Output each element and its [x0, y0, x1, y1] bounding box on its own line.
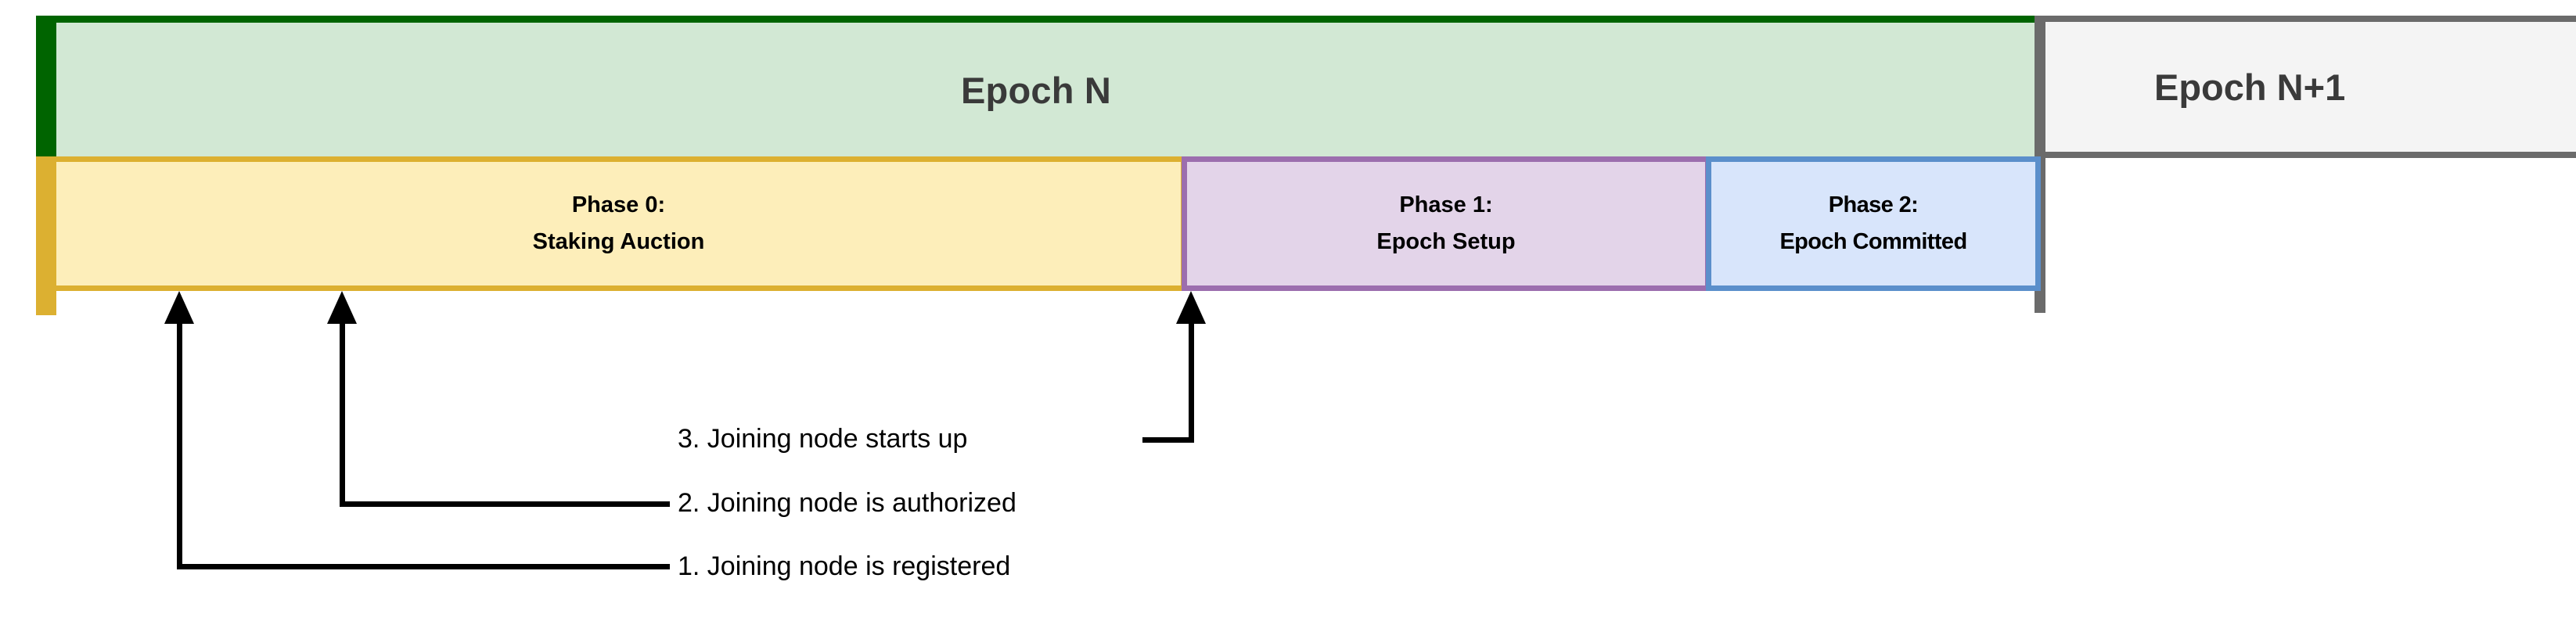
phase-2-subtitle: Epoch Committed [1779, 229, 1967, 254]
event-3-label: 3. Joining node starts up [678, 424, 968, 454]
phase-1-title: Phase 1: [1399, 192, 1493, 217]
event-2-label: 2. Joining node is authorized [678, 488, 1016, 518]
event-3-connector-vertical [1189, 321, 1194, 443]
epoch-n-label: Epoch N [960, 70, 1112, 111]
event-3-arrow-icon [1176, 291, 1206, 324]
phase-1-block: Phase 1: Epoch Setup [1182, 156, 1711, 291]
event-2-connector-vertical [340, 321, 345, 507]
epoch-n1-label: Epoch N+1 [2154, 66, 2346, 108]
phase-0-block: Phase 0: Staking Auction [36, 156, 1186, 291]
event-1-connector-horizontal [177, 564, 670, 569]
phase-1-subtitle: Epoch Setup [1376, 229, 1516, 254]
event-1-connector-vertical [177, 321, 182, 569]
event-1-label: 1. Joining node is registered [678, 551, 1011, 581]
epoch-n-band: Epoch N [36, 16, 2036, 158]
event-2-connector-horizontal [340, 501, 670, 507]
event-1-arrow-icon [164, 291, 194, 324]
event-2-arrow-icon [327, 291, 357, 324]
event-3-connector-horizontal [1142, 437, 1194, 443]
phase-0-title: Phase 0: [571, 192, 666, 217]
phase-0-subtitle: Staking Auction [532, 229, 705, 254]
phase-2-block: Phase 2: Epoch Committed [1706, 156, 2041, 291]
phase-0-left-edge-stub [36, 285, 56, 315]
epoch-n1-band: Epoch N+1 [2045, 16, 2576, 158]
phase-2-title: Phase 2: [1828, 192, 1919, 217]
